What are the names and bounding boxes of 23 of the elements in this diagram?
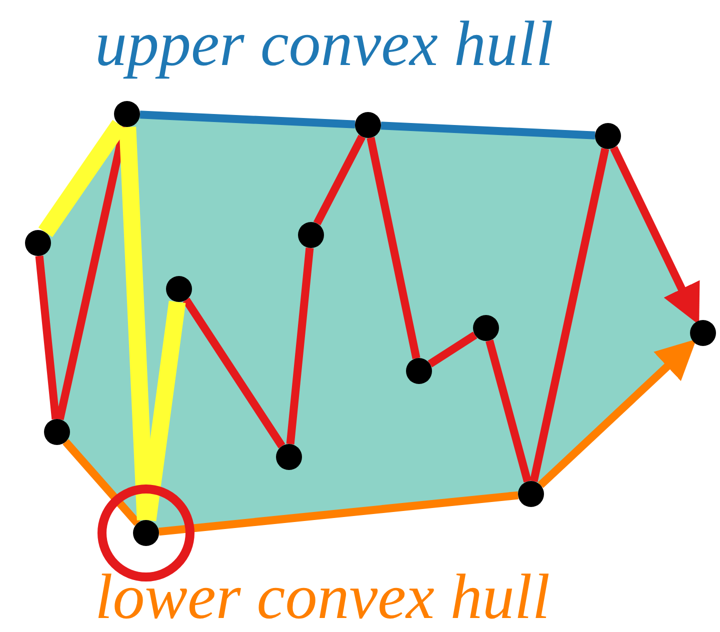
point-dot bbox=[25, 230, 51, 256]
line-segment bbox=[158, 491, 518, 536]
hull-label: lower convex hull bbox=[95, 565, 550, 629]
point-dot bbox=[133, 520, 159, 546]
point-dot bbox=[44, 419, 70, 445]
line-segment bbox=[380, 122, 596, 140]
point-dot bbox=[690, 320, 716, 346]
arrow bbox=[610, 146, 700, 325]
line-segment bbox=[530, 148, 610, 482]
line-segment bbox=[140, 110, 356, 128]
line-segment bbox=[286, 248, 314, 444]
point-dot bbox=[355, 112, 381, 138]
point-dot bbox=[518, 481, 544, 507]
line-segment bbox=[366, 136, 420, 360]
line-segment bbox=[313, 134, 366, 226]
line-segment bbox=[428, 332, 478, 368]
line-segment bbox=[35, 256, 60, 420]
arrow bbox=[538, 339, 696, 488]
point-dot bbox=[114, 101, 140, 127]
line-segment bbox=[62, 439, 140, 526]
line-segment bbox=[486, 340, 532, 482]
point-dot bbox=[595, 123, 621, 149]
line-segment bbox=[182, 298, 286, 448]
